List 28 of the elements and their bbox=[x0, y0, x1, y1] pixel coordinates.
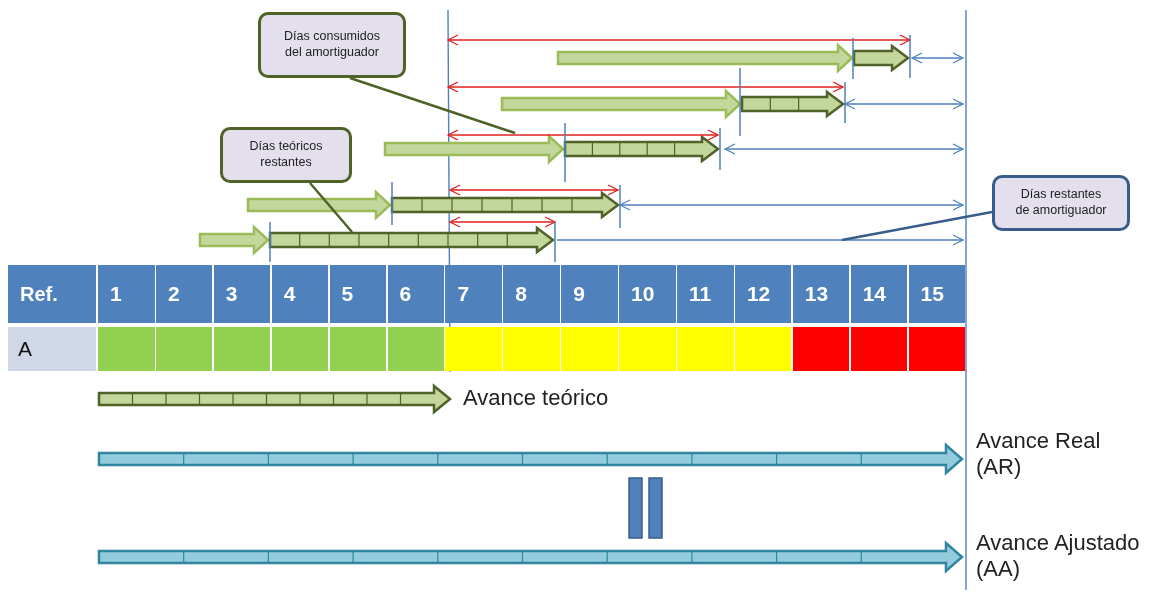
callout-bubble bbox=[992, 175, 1130, 231]
header-cell: 5 bbox=[329, 265, 387, 323]
header-cell: 9 bbox=[561, 265, 618, 323]
header-cell: 1 bbox=[98, 265, 155, 323]
caption-text: Avance teórico bbox=[463, 385, 610, 412]
header-cell: 11 bbox=[677, 265, 734, 323]
header-cell: 14 bbox=[850, 265, 908, 323]
header-cell: 13 bbox=[792, 265, 850, 323]
header-cell: 4 bbox=[271, 265, 329, 323]
header-cell: 2 bbox=[155, 265, 213, 323]
caption-text: Avance Ajustado (AA) bbox=[976, 530, 1141, 583]
header-cell: 15 bbox=[908, 265, 966, 323]
row-header-cell: A bbox=[8, 327, 96, 371]
callout-bubble bbox=[220, 127, 352, 183]
leader-line bbox=[841, 210, 993, 242]
callout-bubble bbox=[258, 12, 406, 78]
caption-text: Avance Real (AR) bbox=[976, 428, 1102, 481]
header-cell: Ref. bbox=[8, 265, 96, 323]
header-cell: 8 bbox=[503, 265, 560, 323]
header-cell: 12 bbox=[734, 265, 792, 323]
header-cell: 3 bbox=[213, 265, 271, 323]
header-cell: 10 bbox=[619, 265, 676, 323]
header-cell: 6 bbox=[387, 265, 444, 323]
header-cell: 7 bbox=[445, 265, 502, 323]
callout-text: Días consumidos del amortiguador bbox=[283, 29, 381, 61]
callout-text: Días restantes de amortiguador bbox=[1014, 187, 1108, 219]
leader-line bbox=[349, 76, 516, 135]
callout-text: Días teóricos restantes bbox=[248, 139, 324, 171]
